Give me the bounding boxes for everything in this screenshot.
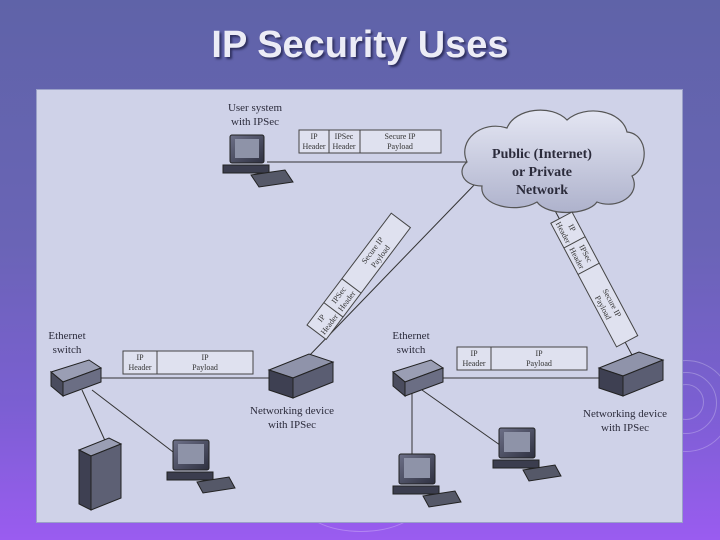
- right-device-label-line-2: with IPSec: [601, 422, 649, 434]
- cloud-label-line-3: Network: [516, 183, 568, 198]
- public-network-cloud: [461, 109, 645, 213]
- cloud-label-line-1: Public (Internet): [492, 147, 592, 162]
- left-ethernet-switch: [49, 359, 103, 398]
- user-system-workstation: [222, 134, 294, 188]
- desktop-pc-right-lan-back: [492, 427, 562, 482]
- right-lan-ip-packet: IP Header IP Payload: [456, 346, 588, 371]
- left-switch-label-line-1: Ethernet: [48, 330, 85, 342]
- user-system-label-line-1: User system: [228, 102, 283, 114]
- top-packet-field-2-line-2: Header: [332, 142, 355, 151]
- left-diag-packet-field-1-line-1: IP: [316, 312, 328, 324]
- link-left-switch-to-server: [81, 389, 108, 446]
- diagram-svg: Public (Internet) or Private Network Use…: [48, 102, 667, 511]
- top-packet-field-1-line-1: IP: [310, 132, 318, 141]
- left-device-label-line-2: with IPSec: [268, 419, 316, 431]
- right-diag-packet-field-1-line-1: IP: [566, 223, 578, 234]
- right-switch-label-line-2: switch: [397, 344, 426, 356]
- ipsec-diagram: Public (Internet) or Private Network Use…: [36, 89, 683, 523]
- right-lan-packet-field-1-line-1: IP: [470, 349, 478, 358]
- right-lan-packet-field-2-line-2: Payload: [526, 359, 552, 368]
- top-packet-field-3-line-2: Payload: [387, 142, 413, 151]
- left-networking-device: [267, 353, 335, 399]
- right-ethernet-switch: [391, 359, 445, 398]
- right-switch-label-line-1: Ethernet: [392, 330, 429, 342]
- left-lan-packet-field-1-line-1: IP: [136, 353, 144, 362]
- right-lan-packet-field-2-line-1: IP: [535, 349, 543, 358]
- user-system-label-line-2: with IPSec: [231, 116, 279, 128]
- right-device-label-line-1: Networking device: [583, 408, 667, 420]
- left-lan-packet-field-1-line-2: Header: [128, 363, 151, 372]
- top-packet-field-3-line-1: Secure IP: [385, 132, 416, 141]
- top-packet-field-1-line-2: Header: [302, 142, 325, 151]
- left-lan-packet-field-2-line-2: Payload: [192, 363, 218, 372]
- left-lan-ip-packet: IP Header IP Payload: [122, 350, 254, 375]
- right-lan-packet-field-1-line-2: Header: [462, 359, 485, 368]
- desktop-pc-left-lan: [166, 439, 236, 494]
- slide-title: IP Security Uses: [211, 24, 509, 66]
- top-packet-field-2-line-1: IPSec: [335, 132, 354, 141]
- right-networking-device: [597, 351, 665, 397]
- link-left-switch-to-pc: [91, 389, 178, 456]
- link-right-switch-to-pc-b: [421, 389, 508, 451]
- cloud-label-line-2: or Private: [512, 165, 572, 180]
- left-device-label-line-1: Networking device: [250, 405, 334, 417]
- top-ipsec-packet: IP Header IPSec Header Secure IP Payload: [298, 129, 442, 154]
- desktop-pc-right-lan-front: [392, 453, 462, 508]
- right-diagonal-ipsec-packet: IP Header IPSec Header Secure IP Payload: [550, 211, 639, 348]
- left-diagonal-ipsec-packet: IP Header IPSec Header Secure IP Payload: [306, 212, 412, 341]
- left-lan-packet-field-2-line-1: IP: [201, 353, 209, 362]
- link-left-device-to-cloud: [306, 181, 478, 359]
- server-tower: [77, 437, 123, 511]
- left-switch-label-line-2: switch: [53, 344, 82, 356]
